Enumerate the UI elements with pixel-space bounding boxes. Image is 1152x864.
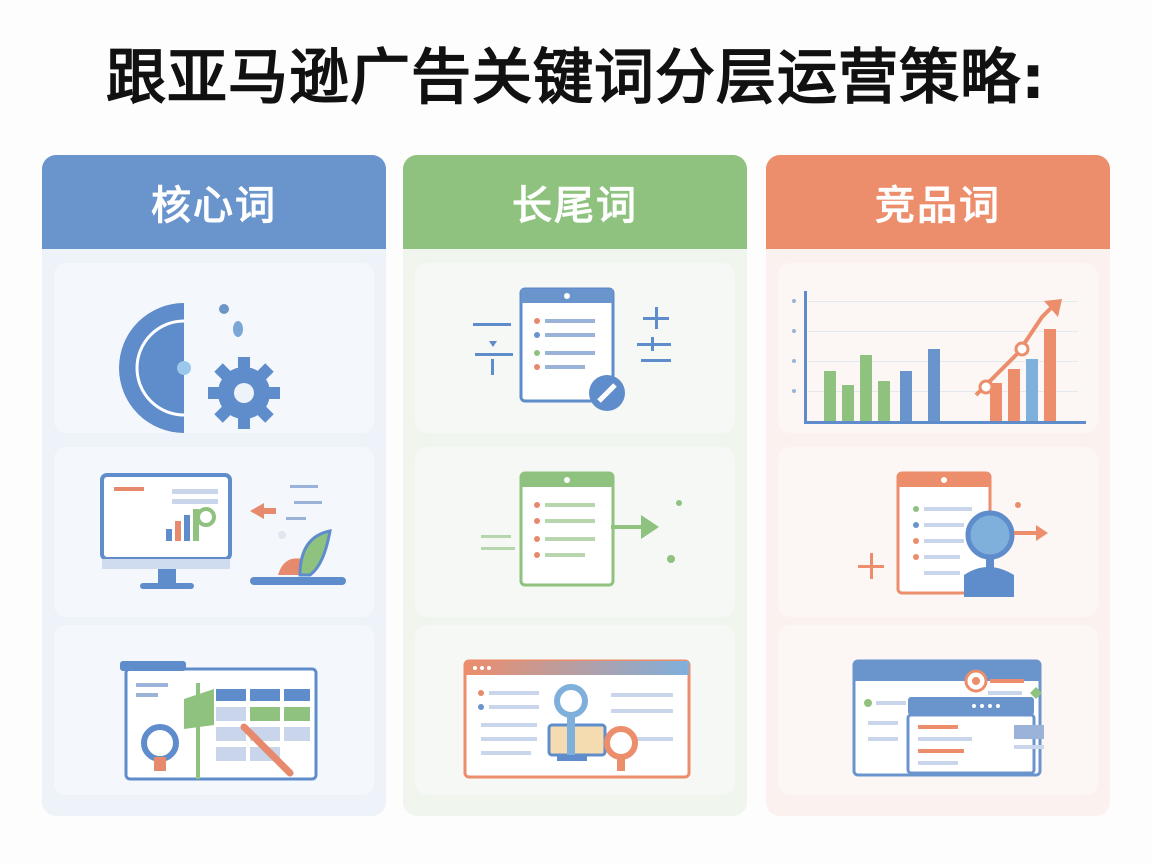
illustration-card — [415, 263, 735, 433]
illustration-card — [54, 263, 374, 433]
column-header: 长尾词 — [403, 155, 747, 249]
illustration-card — [415, 447, 735, 617]
illustration-card — [778, 625, 1098, 795]
column-header: 核心词 — [42, 155, 386, 249]
illustration-card — [415, 625, 735, 795]
bar-chart-growth-icon — [792, 291, 1086, 424]
column-core-keywords: 核心词 — [42, 155, 386, 816]
window-stack-icon — [852, 659, 1044, 777]
column-competitor-keywords: 竞品词 — [766, 155, 1110, 816]
illustration-card — [54, 447, 374, 617]
illustration-card — [778, 447, 1098, 617]
monitor-chart-icon — [100, 473, 346, 589]
illustration-card — [778, 263, 1098, 433]
document-arrow-icon — [481, 471, 682, 587]
page-title: 跟亚马逊广告关键词分层运营策略: — [106, 43, 1046, 113]
browser-search-icon — [463, 659, 691, 779]
column-header: 竞品词 — [766, 155, 1110, 249]
document-list-icon — [473, 287, 671, 411]
target-gear-icon — [119, 303, 280, 433]
column-long-tail-keywords: 长尾词 — [403, 155, 747, 816]
dashboard-search-icon — [120, 661, 318, 781]
illustration-card — [54, 625, 374, 795]
person-document-icon — [858, 471, 1048, 597]
